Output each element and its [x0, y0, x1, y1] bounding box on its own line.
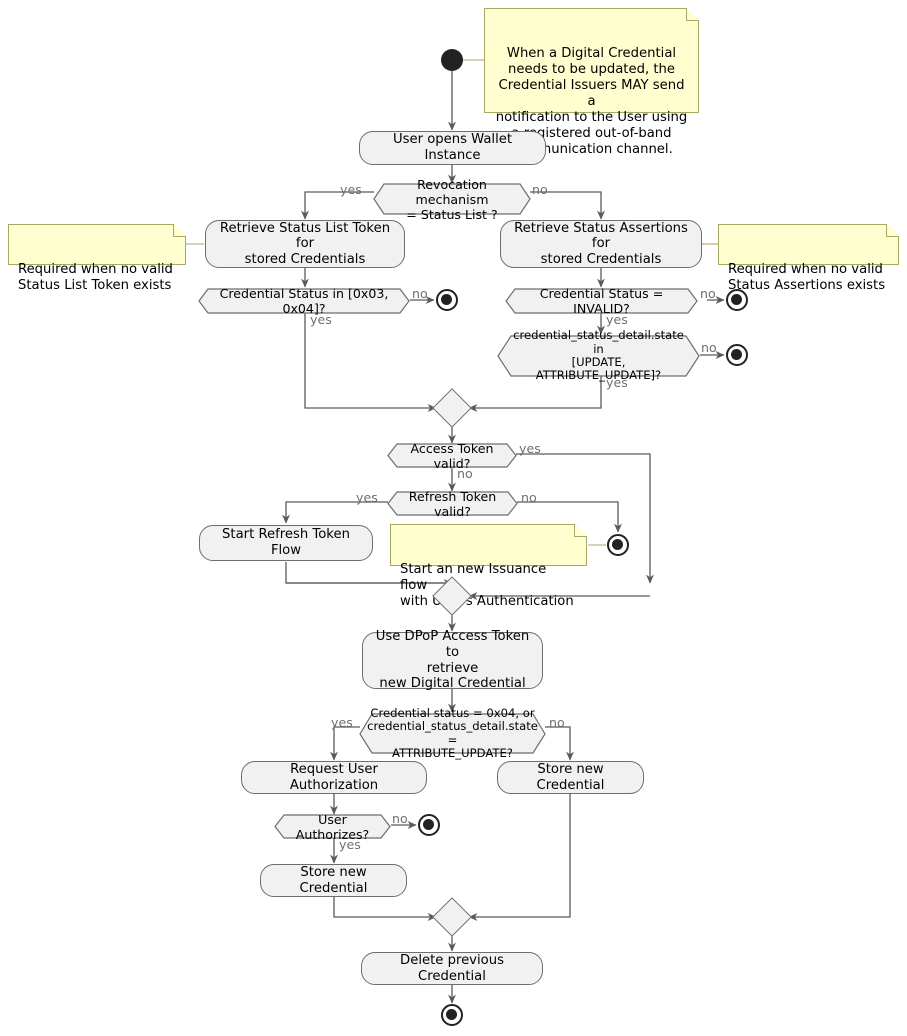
end-node-status-invalid	[726, 289, 748, 311]
edge-label-revocation-no: no	[532, 182, 548, 197]
note-fold-icon	[886, 224, 899, 237]
edge-label-status-list-no: no	[412, 286, 428, 301]
activity-retrieve-status-assertions[interactable]: Retrieve Status Assertions for stored Cr…	[500, 220, 702, 268]
merge-node-store	[432, 897, 472, 937]
activity-store-new-credential-left[interactable]: Store new Credential	[260, 864, 407, 897]
end-node-issuance	[607, 534, 629, 556]
activity-retrieve-status-assertions-label: Retrieve Status Assertions for stored Cr…	[514, 220, 688, 267]
decision-refresh-token-valid-label: Refresh Token valid?	[408, 488, 497, 519]
decision-shape	[387, 491, 518, 516]
activity-request-user-authorization-label: Request User Authorization	[289, 761, 379, 793]
edge-label-access-token-no: no	[457, 466, 473, 481]
decision-revocation-mechanism[interactable]: Revocation mechanism = Status List ?	[373, 176, 531, 222]
activity-request-user-authorization[interactable]: Request User Authorization	[241, 761, 427, 794]
start-node	[441, 49, 463, 71]
decision-user-authorizes-label: User Authorizes?	[295, 811, 370, 842]
edge-label-refresh-token-yes: yes	[356, 490, 378, 505]
decision-shape	[198, 288, 410, 314]
decision-user-authorizes[interactable]: User Authorizes?	[274, 811, 391, 842]
activity-store-new-credential-right-label: Store new Credential	[536, 761, 605, 793]
activity-delete-previous-credential[interactable]: Delete previous Credential	[361, 952, 543, 985]
decision-access-token-valid-label: Access Token valid?	[410, 440, 494, 471]
decision-credential-status-list[interactable]: Credential Status in [0x03, 0x04]?	[198, 286, 410, 316]
activity-start-refresh-token-flow-label: Start Refresh Token Flow	[222, 527, 350, 558]
decision-revocation-mechanism-label: Revocation mechanism = Status List ?	[406, 176, 498, 222]
decision-credential-status-0x04[interactable]: Credential status = 0x04, or credential_…	[359, 705, 546, 760]
edge-label-user-authorizes-yes: yes	[339, 837, 361, 852]
note-issuance-flow-text: Start an new Issuance flow with User's A…	[400, 562, 574, 609]
edge-label-status-list-yes: yes	[310, 312, 332, 327]
note-fold-icon	[574, 524, 587, 537]
end-node-status-list	[436, 289, 458, 311]
note-status-assertions-required: Required when no valid Status Assertions…	[718, 224, 899, 293]
activity-retrieve-status-list-token-label: Retrieve Status List Token for stored Cr…	[219, 220, 391, 267]
decision-shape	[274, 814, 391, 839]
merge-node-status-checks	[432, 388, 472, 428]
decision-credential-status-detail[interactable]: credential_status_detail.state in [UPDAT…	[497, 328, 700, 383]
activity-store-new-credential-left-label: Store new Credential	[299, 864, 368, 896]
edge-label-status-invalid-yes: yes	[606, 312, 628, 327]
activity-use-dpop-access-token[interactable]: Use DPoP Access Token to retrieve new Di…	[362, 629, 543, 692]
decision-shape	[373, 183, 531, 215]
decision-refresh-token-valid[interactable]: Refresh Token valid?	[387, 488, 518, 519]
activity-use-dpop-access-token-label: Use DPoP Access Token to retrieve new Di…	[375, 629, 530, 692]
decision-shape	[497, 335, 700, 377]
decision-shape	[387, 443, 517, 468]
end-node-final	[441, 1004, 463, 1026]
decision-credential-status-invalid[interactable]: Credential Status = INVALID?	[505, 286, 698, 316]
activity-delete-previous-credential-label: Delete previous Credential	[400, 952, 504, 984]
edge-label-access-token-yes: yes	[519, 441, 541, 456]
note-fold-icon	[173, 224, 186, 237]
edge-label-refresh-token-no: no	[521, 490, 537, 505]
edge-label-status-0x04-no: no	[549, 715, 565, 730]
edge-label-status-0x04-yes: yes	[331, 715, 353, 730]
note-start: When a Digital Credential needs to be up…	[484, 8, 699, 157]
note-fold-icon	[686, 8, 699, 21]
note-status-list-required-text: Required when no valid Status List Token…	[18, 262, 173, 293]
decision-access-token-valid[interactable]: Access Token valid?	[387, 440, 517, 471]
note-issuance-flow: Start an new Issuance flow with User's A…	[390, 524, 587, 609]
edge-label-status-detail-yes: yes	[606, 375, 628, 390]
end-node-status-detail	[726, 344, 748, 366]
activity-retrieve-status-list-token[interactable]: Retrieve Status List Token for stored Cr…	[205, 220, 405, 268]
decision-credential-status-0x04-label: Credential status = 0x04, or credential_…	[367, 705, 538, 760]
decision-shape	[359, 713, 546, 754]
edge-label-revocation-yes: yes	[340, 182, 362, 197]
merge-node-token	[432, 576, 472, 616]
edge-label-status-invalid-no: no	[700, 286, 716, 301]
activity-user-opens-wallet[interactable]: User opens Wallet Instance	[359, 131, 546, 165]
end-node-user-authorizes	[418, 814, 440, 836]
activity-store-new-credential-right[interactable]: Store new Credential	[497, 761, 644, 794]
note-status-assertions-required-text: Required when no valid Status Assertions…	[728, 262, 886, 293]
activity-user-opens-wallet-label: User opens Wallet Instance	[392, 132, 513, 163]
edge-label-user-authorizes-no: no	[392, 811, 408, 826]
decision-credential-status-detail-label: credential_status_detail.state in [UPDAT…	[513, 328, 684, 383]
decision-credential-status-invalid-label: Credential Status = INVALID?	[539, 286, 664, 316]
edge-label-status-detail-no: no	[701, 340, 717, 355]
note-status-list-required: Required when no valid Status List Token…	[8, 224, 186, 293]
activity-start-refresh-token-flow[interactable]: Start Refresh Token Flow	[199, 525, 373, 561]
decision-shape	[505, 288, 698, 314]
decision-credential-status-list-label: Credential Status in [0x03, 0x04]?	[219, 286, 389, 316]
